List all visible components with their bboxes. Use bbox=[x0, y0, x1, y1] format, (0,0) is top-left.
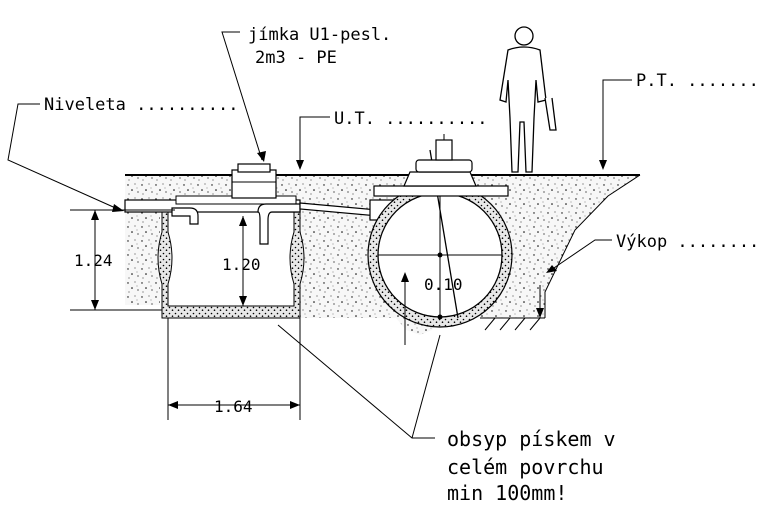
soakaway-shaft bbox=[367, 134, 513, 328]
sand-note-line1: obsyp pískem v bbox=[447, 427, 616, 451]
dim-height-inner: 1.20 bbox=[222, 255, 261, 274]
sand-note-line3: min 100mm! bbox=[447, 481, 567, 505]
annotations: jímka U1-pesl. 2m3 - PE Niveleta .......… bbox=[44, 25, 761, 505]
person-figure bbox=[499, 26, 557, 173]
tank-label-line2: 2m3 - PE bbox=[255, 48, 337, 68]
dim-width-bottom: 1.64 bbox=[214, 397, 253, 416]
tank bbox=[124, 163, 305, 319]
dim-offset: 0.10 bbox=[424, 275, 463, 294]
niveleta-label: Niveleta .......... bbox=[44, 95, 238, 115]
level-marks bbox=[7, 31, 632, 273]
pt-label: P.T. .......... bbox=[636, 71, 761, 91]
ground-hatch bbox=[480, 317, 545, 331]
vykop-label: Výkop .......... bbox=[616, 232, 761, 252]
ut-label: U.T. .......... bbox=[334, 109, 488, 129]
sand-note-line2: celém povrchu bbox=[447, 455, 604, 479]
dimension-lines bbox=[70, 209, 544, 439]
dim-height-left: 1.24 bbox=[74, 251, 113, 270]
tank-label-line1: jímka U1-pesl. bbox=[248, 25, 391, 45]
